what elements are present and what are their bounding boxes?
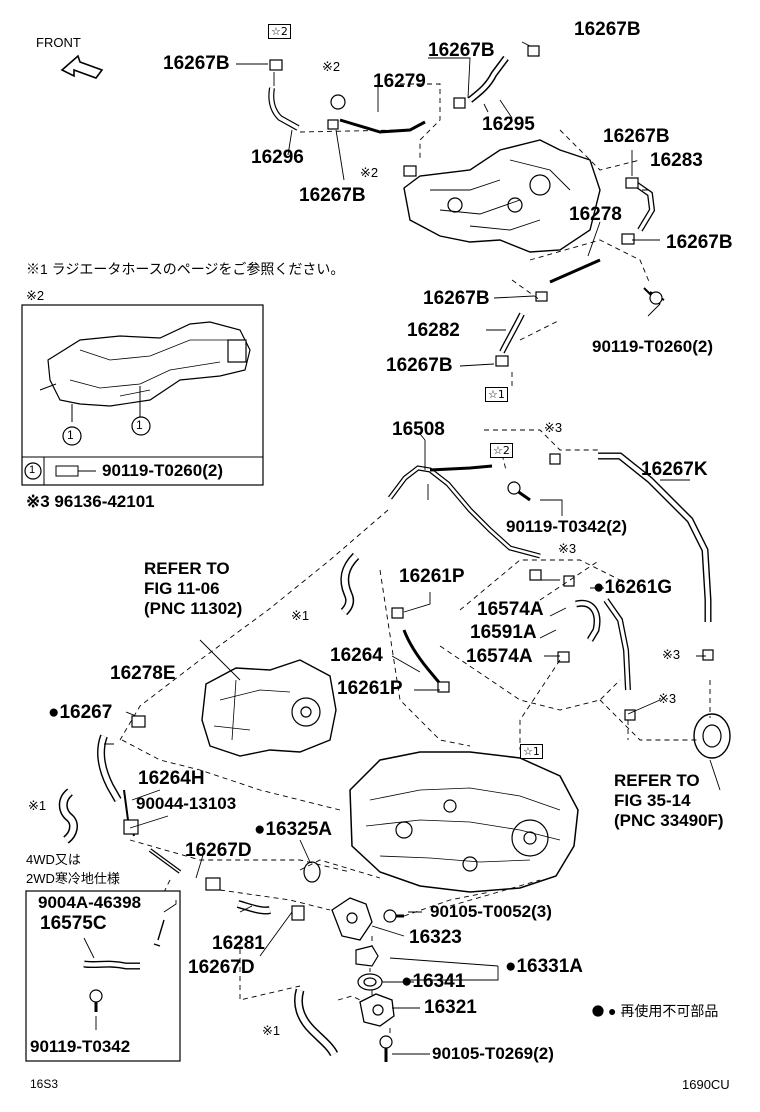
4wd-box bbox=[25, 890, 181, 1062]
label-16508: 16508 bbox=[392, 419, 445, 440]
inset-circle-1-a: 1 bbox=[67, 428, 74, 442]
label-16281: 16281 bbox=[212, 933, 265, 954]
label-16325A: ●16325A bbox=[254, 819, 333, 840]
label-16278E: 16278E bbox=[110, 663, 176, 684]
label-16264H: 16264H bbox=[138, 768, 205, 789]
clip-16267B-a bbox=[269, 59, 283, 71]
label-16575C: 16575C bbox=[40, 913, 107, 934]
label-90119-T0342-2: 90119-T0342(2) bbox=[506, 517, 627, 536]
label-16279: 16279 bbox=[373, 71, 426, 92]
label-16267B-e: 16267B bbox=[603, 126, 670, 147]
label-16574A-b: 16574A bbox=[466, 646, 533, 667]
label-9004A-46398: 9004A-46398 bbox=[38, 893, 142, 912]
marker-kome3-b: ※3 bbox=[558, 541, 577, 556]
label-16267B-a: 16267B bbox=[163, 53, 230, 74]
label-16591A: 16591A bbox=[470, 622, 537, 643]
label-16267B-h: 16267B bbox=[386, 355, 453, 376]
marker-kome2-a: ※2 bbox=[322, 59, 341, 74]
footer-code-left: 16S3 bbox=[30, 1077, 59, 1091]
marker-kome3-a: ※3 bbox=[544, 420, 563, 435]
refer1-line1: REFER TO bbox=[144, 559, 230, 578]
note-kome3: ※3 96136-42101 bbox=[26, 492, 155, 511]
label-90105-T0052: 90105-T0052(3) bbox=[430, 902, 552, 921]
throttle-body bbox=[403, 139, 601, 253]
note-kome2: ※2 bbox=[26, 288, 45, 303]
label-16574A-a: 16574A bbox=[477, 599, 544, 620]
bolt-16279 bbox=[330, 94, 346, 110]
legend-reuse-prohibited: ● 再使用不可部品 bbox=[608, 1003, 719, 1019]
label-16341: ●16341 bbox=[401, 971, 466, 992]
water-pump-housing bbox=[201, 659, 337, 757]
box4wd-line2: 2WD寒冷地仕様 bbox=[26, 871, 120, 886]
label-16267B-d: 16267B bbox=[299, 185, 366, 206]
label-16261P-a: 16261P bbox=[399, 566, 465, 587]
label-16261G: ●16261G bbox=[593, 577, 673, 598]
label-16323: 16323 bbox=[409, 927, 462, 948]
front-arrow-icon bbox=[60, 54, 104, 79]
refer1-line2: FIG 11-06 bbox=[144, 579, 220, 598]
label-16267B-f: 16267B bbox=[666, 232, 733, 253]
footer-code-right: 1690CU bbox=[682, 1077, 730, 1092]
label-16321: 16321 bbox=[424, 997, 477, 1018]
label-16278: 16278 bbox=[569, 204, 622, 225]
label-16267B-g: 16267B bbox=[423, 288, 490, 309]
label-16261P-b: 16261P bbox=[337, 678, 403, 699]
marker-kome3-c: ※3 bbox=[662, 647, 681, 662]
label-90105-T0269: 90105-T0269(2) bbox=[432, 1044, 554, 1063]
refer1-line3: (PNC 11302) bbox=[144, 599, 243, 618]
inset-part-90119-T0260: 90119-T0260(2) bbox=[102, 461, 223, 480]
marker-kome3-d: ※3 bbox=[658, 691, 677, 706]
box4wd-line1: 4WD又は bbox=[26, 852, 81, 867]
inset-circle-1-b: 1 bbox=[136, 418, 143, 432]
tag-star1-lower: ☆1 bbox=[520, 744, 543, 759]
label-90044-13103: 90044-13103 bbox=[136, 794, 237, 813]
label-16267B-b: 16267B bbox=[428, 40, 495, 61]
refer2-line2: FIG 35-14 bbox=[614, 791, 691, 810]
tag-star2-top: ☆2 bbox=[268, 24, 291, 39]
label-16267K: 16267K bbox=[641, 459, 708, 480]
tag-star2-mid: ☆2 bbox=[490, 443, 513, 458]
note-kome1: ※1 ラジエータホースのページをご参照ください。 bbox=[26, 261, 345, 277]
inset-legend-circle-1: 1 bbox=[29, 464, 36, 476]
label-90119-T0260: 90119-T0260(2) bbox=[592, 337, 713, 356]
front-label: FRONT bbox=[36, 35, 81, 50]
label-16283: 16283 bbox=[650, 150, 703, 171]
marker-kome1-c: ※1 bbox=[262, 1023, 281, 1038]
label-16267: ●16267 bbox=[48, 702, 113, 723]
refer2-line3: (PNC 33490F) bbox=[614, 811, 724, 830]
marker-kome1-a: ※1 bbox=[291, 608, 310, 623]
label-90119-T0342: 90119-T0342 bbox=[30, 1037, 131, 1056]
pipe-16279 bbox=[339, 118, 426, 134]
label-16267D-a: 16267D bbox=[185, 840, 252, 861]
label-16282: 16282 bbox=[407, 320, 460, 341]
label-16331A: ●16331A bbox=[505, 956, 584, 977]
tag-star1-upper: ☆1 bbox=[485, 387, 508, 402]
label-16264: 16264 bbox=[330, 645, 383, 666]
label-16267B-c: 16267B bbox=[574, 19, 641, 40]
label-16296: 16296 bbox=[251, 147, 304, 168]
label-16267D-b: 16267D bbox=[188, 957, 255, 978]
refer2-line1: REFER TO bbox=[614, 771, 700, 790]
marker-kome2-b: ※2 bbox=[360, 165, 379, 180]
label-16295: 16295 bbox=[482, 114, 535, 135]
marker-kome1-b: ※1 bbox=[28, 798, 47, 813]
